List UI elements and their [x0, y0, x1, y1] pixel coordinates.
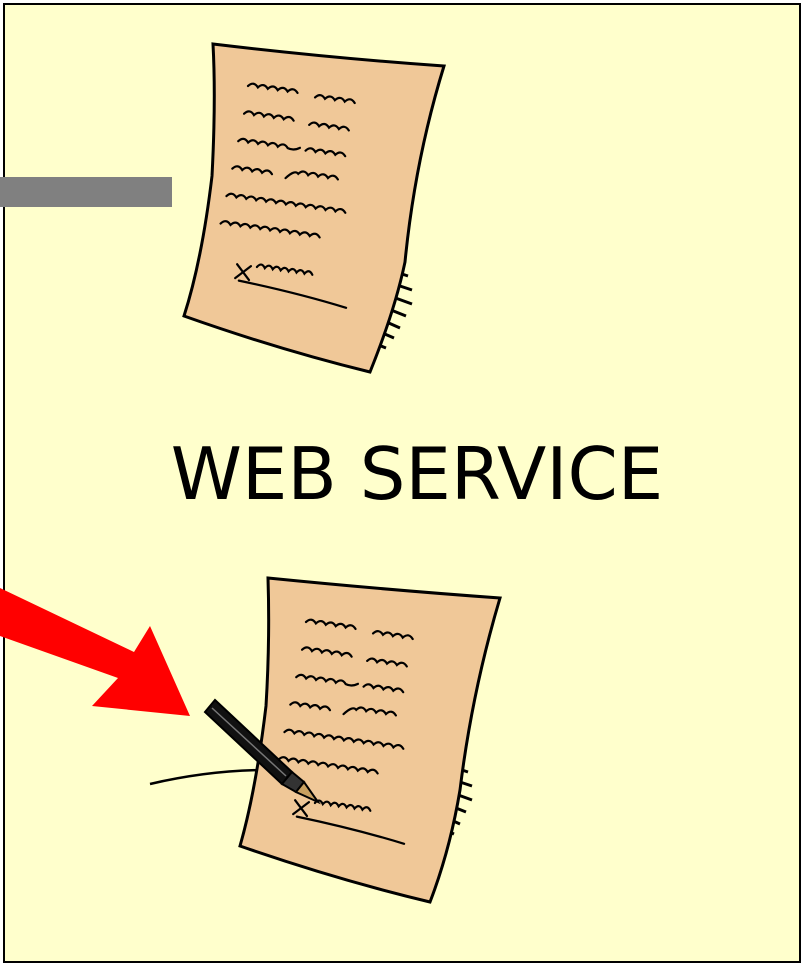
web-service-title: WEB SERVICE [122, 438, 712, 510]
connector-line [0, 177, 172, 207]
signed-document-icon [150, 578, 500, 902]
document-icon [184, 44, 444, 372]
arrow-icon [0, 588, 190, 716]
